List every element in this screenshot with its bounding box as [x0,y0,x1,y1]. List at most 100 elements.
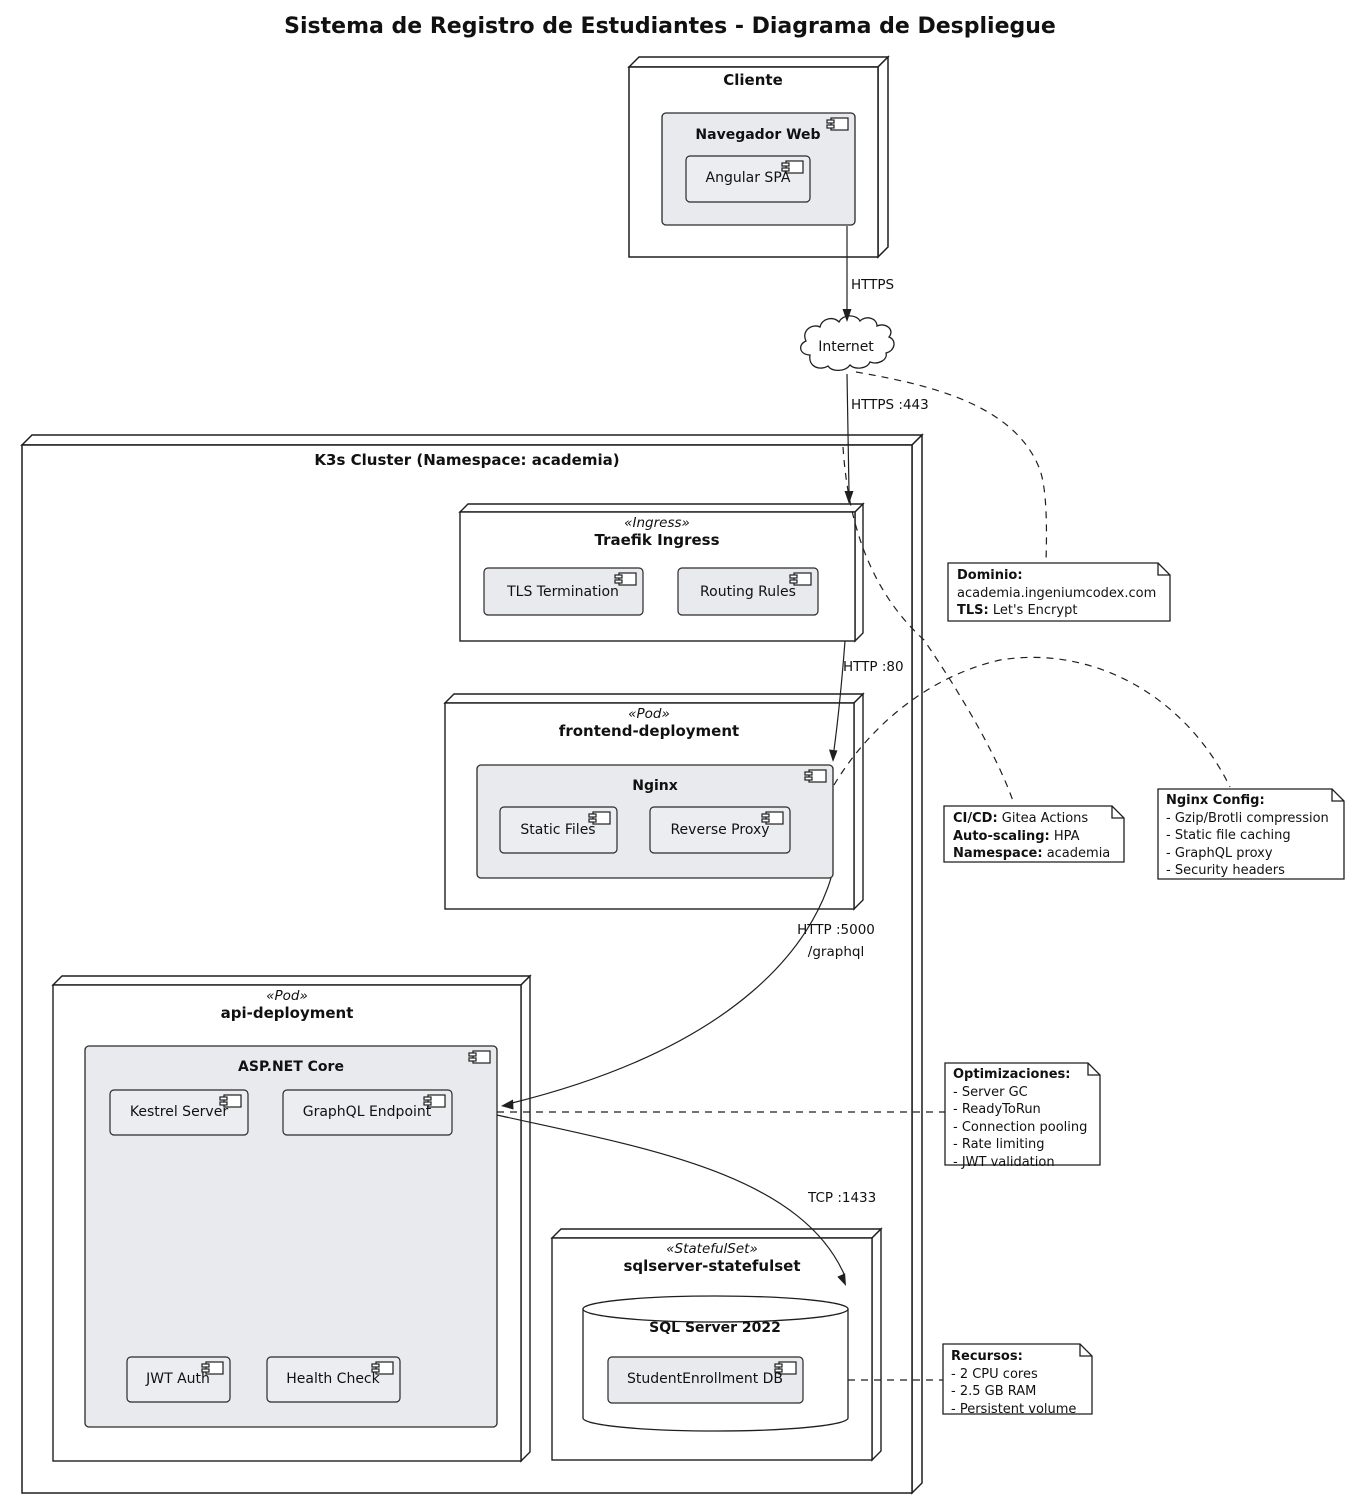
note-line-value: Let's Encrypt [988,603,1078,618]
traefik-stereotype: «Ingress» [624,515,690,531]
frontend-stereotype: «Pod» [628,706,670,722]
note-item: - JWT validation [953,1154,1055,1170]
note-title: Nginx Config: [1166,793,1265,808]
sql-server-label: SQL Server 2022 [649,1320,781,1336]
diagram-title: Sistema de Registro de Estudiantes - Dia… [284,14,1056,39]
arrowhead [501,1099,514,1110]
statefulset-node-bevel-right [871,1227,882,1462]
graphql-endpoint-component [282,1089,453,1136]
edge-label-tcp-1433: TCP :1433 [808,1190,877,1206]
note-cicd-text: CI/CD: Gitea Actions Auto-scaling: HPA N… [953,810,1110,863]
edge-traefik-nginx [833,640,846,751]
traefik-node-title: Traefik Ingress [594,531,720,549]
api-node-bevel-top [51,975,532,986]
cluster-node-title: K3s Cluster (Namespace: academia) [314,451,620,469]
static-files-label: Static Files [520,822,596,838]
edge-label-graphql-path: /graphql [807,944,865,960]
note-line-label: Auto-scaling: [953,828,1050,844]
note-corner-fold [1111,806,1124,819]
note-corner-fold [1331,789,1344,802]
edge-label-https-443: HTTPS :443 [851,397,929,413]
note-cicd [943,805,1125,863]
arrowhead [842,309,852,322]
cluster-node-bevel-right [911,433,923,1495]
studentenrollment-db-label: StudentEnrollment DB [626,1371,784,1387]
statefulset-node-title: sqlserver-statefulset [623,1257,801,1275]
note-line-value: HPA [1049,828,1080,844]
note-line-label: TLS: [957,603,989,618]
jwt-auth-component [126,1356,231,1403]
frontend-node-bevel-top [443,693,865,704]
note-line-value: Gitea Actions [997,811,1089,826]
note-line-label: CI/CD: [953,811,998,826]
note-dominio-text: Dominio: academia.ingeniumcodex.com TLS:… [957,567,1156,620]
angular-spa-label: Angular SPA [705,170,791,186]
angular-spa-component [685,155,811,203]
edge-aspnet-sql [496,1114,845,1275]
edge-label-http-5000: HTTP :5000 [797,922,875,938]
database-cylinder-top [582,1295,849,1323]
cliente-node-bevel-top [627,56,890,68]
note-optimizaciones [944,1062,1101,1166]
edge-label-http-80: HTTP :80 [843,659,904,675]
static-files-component [499,806,618,854]
routing-rules-label: Routing Rules [700,584,796,600]
tls-termination-component [483,567,644,616]
reverse-proxy-component [649,806,791,854]
arrowhead [837,1273,846,1286]
jwt-auth-label: JWT Auth [146,1371,210,1387]
navegador-web-label: Navegador Web [695,127,821,143]
reverse-proxy-label: Reverse Proxy [670,822,770,838]
nginx-label: Nginx [632,778,678,794]
note-recursos [942,1343,1093,1415]
note-nginx-config [1157,788,1345,880]
note-item: - Persistent volume [951,1401,1077,1417]
note-item: - 2 CPU cores [951,1366,1038,1382]
note-line: Dominio: [957,568,1023,583]
note-item: - Gzip/Brotli compression [1166,810,1329,826]
note-line-value: academia [1042,846,1111,861]
api-stereotype: «Pod» [266,988,308,1004]
note-corner-fold [1087,1063,1100,1076]
note-line: academia.ingeniumcodex.com [957,585,1157,601]
note-dominio [947,562,1171,622]
cliente-node-title: Cliente [723,71,783,89]
edge-nginx-aspnet [511,877,832,1104]
frontend-node-title: frontend-deployment [558,722,740,740]
tls-termination-label: TLS Termination [507,584,619,600]
cluster-node-bevel-top [20,434,924,446]
health-check-component [266,1356,401,1403]
statefulset-node-bevel-top [550,1228,883,1239]
internet-label: Internet [818,339,874,355]
note-title: Recursos: [951,1349,1023,1364]
health-check-label: Health Check [286,1371,380,1387]
note-item: - Rate limiting [953,1137,1045,1152]
api-node-title: api-deployment [220,1004,354,1022]
note-corner-fold [1079,1344,1092,1357]
note-item: - Security headers [1166,863,1285,878]
note-line-label: Namespace: [953,846,1043,861]
statefulset-stereotype: «StatefulSet» [666,1241,758,1257]
studentenrollment-db-component [607,1356,804,1404]
note-item: - Static file caching [1166,828,1291,843]
aspnet-core-component [84,1045,498,1428]
note-item: - Connection pooling [953,1119,1088,1135]
graphql-endpoint-label: GraphQL Endpoint [302,1104,432,1120]
note-optimizaciones-text: Optimizaciones: - Server GC - ReadyToRun… [953,1066,1087,1171]
note-corner-fold [1157,563,1170,576]
note-title: Optimizaciones: [953,1067,1071,1082]
traefik-node-bevel-top [458,503,865,513]
routing-rules-component [677,567,819,616]
aspnet-core-label: ASP.NET Core [238,1059,344,1075]
traefik-node-bevel-right [854,502,864,643]
note-item: - ReadyToRun [953,1102,1041,1117]
kestrel-server-label: Kestrel Server [129,1104,229,1120]
note-item: - GraphQL proxy [1166,845,1273,861]
link-internet-dominio [855,371,1048,562]
cliente-node-bevel-right [877,55,889,259]
note-nginx-config-text: Nginx Config: - Gzip/Brotli compression … [1166,792,1329,880]
edge-internet-traefik [846,373,850,493]
api-node-bevel-right [520,974,531,1463]
